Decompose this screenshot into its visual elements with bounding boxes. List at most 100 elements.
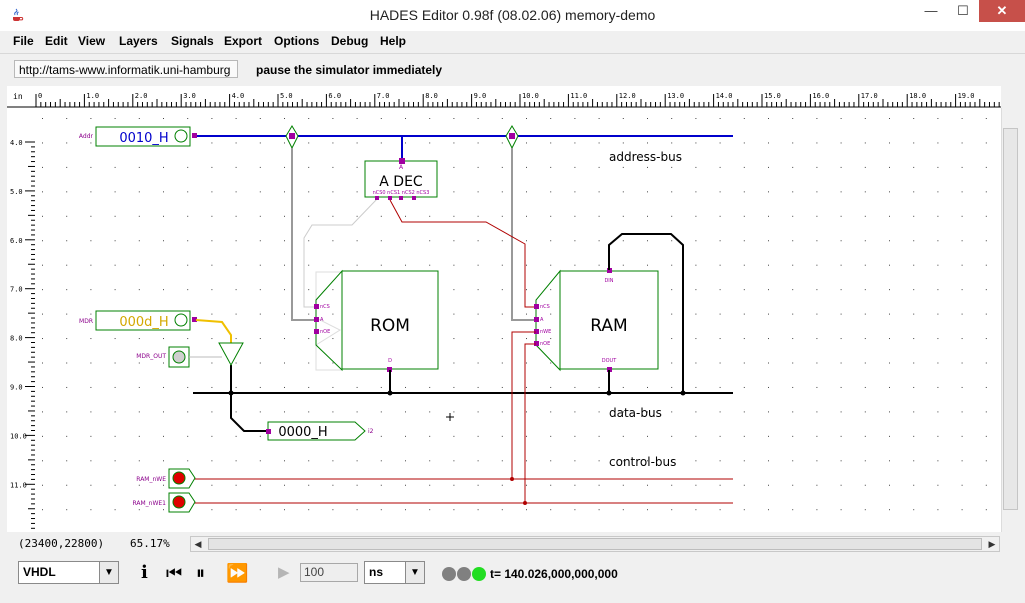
grid-dot [308, 338, 310, 340]
grid-dot [816, 386, 818, 388]
grid-dot [114, 362, 116, 364]
grid-dot [42, 484, 43, 486]
maximize-button[interactable]: ☐ [957, 3, 969, 18]
grid-dot [719, 386, 721, 388]
grid-dot [138, 362, 140, 364]
grid-dot [550, 411, 552, 413]
grid-dot [259, 142, 261, 144]
pause-icon[interactable]: ⏸ [196, 563, 205, 583]
scroll-left-icon[interactable]: ◀ [194, 539, 202, 549]
grid-dot [937, 191, 939, 193]
mdr-wire [195, 319, 232, 343]
ram-chip[interactable] [559, 270, 659, 370]
addr-input[interactable] [95, 126, 191, 147]
schematic-drawing[interactable]: A A DEC nCS0 nCS1 nCS2 nCS3 ROM nCS A nO… [35, 108, 1001, 532]
grid-dot [889, 362, 890, 364]
vruler-label: 5.0 [10, 188, 23, 196]
grid-dot [961, 313, 963, 315]
grid-dot [501, 460, 503, 462]
grid-dot [163, 166, 164, 168]
language-select[interactable]: VHDL ▼ [18, 561, 119, 584]
ruler-label: 7.0 [377, 92, 390, 100]
pin-marker [534, 317, 539, 322]
step-play-icon[interactable]: ▶ [278, 564, 290, 581]
grid-dot [259, 386, 261, 388]
grid-dot [66, 118, 68, 119]
menu-debug[interactable]: Debug [331, 34, 369, 48]
schematic-canvas[interactable]: A A DEC nCS0 nCS1 nCS2 nCS3 ROM nCS A nO… [35, 108, 1001, 532]
step-count-field[interactable]: 100 [300, 563, 358, 582]
rewind-icon[interactable]: ⏮ [166, 563, 183, 583]
vertical-scrollbar[interactable] [1001, 108, 1019, 532]
grid-dot [985, 386, 987, 388]
grid-dot [42, 166, 43, 168]
url-field[interactable]: http://tams-www.informatik.uni-hamburg [14, 60, 238, 78]
mdr-input[interactable] [95, 310, 191, 331]
grid-dot [816, 509, 818, 511]
mdr-input-knob[interactable] [174, 313, 188, 327]
grid-dot [138, 509, 140, 511]
ruler-label: 8.0 [425, 92, 438, 100]
menu-view[interactable]: View [78, 34, 106, 48]
grid-dot [477, 338, 479, 340]
info-icon[interactable]: i [141, 562, 148, 583]
grid-dot [501, 313, 503, 315]
grid-dot [816, 411, 818, 413]
grid-dot [235, 215, 237, 217]
grid-dot [477, 386, 479, 388]
grid-dot [259, 484, 261, 486]
menu-file[interactable]: File [13, 34, 34, 48]
addr-input-knob[interactable] [174, 129, 188, 143]
tristate-buffer[interactable] [218, 342, 244, 367]
grid-dot [235, 509, 237, 511]
grid-dot [840, 484, 842, 486]
grid-dot [937, 362, 939, 364]
grid-dot [598, 435, 600, 437]
grid-dot [308, 240, 310, 242]
grid-dot [743, 264, 745, 266]
grid-dot [501, 435, 503, 437]
grid-dot [671, 166, 673, 168]
close-button[interactable]: ✕ [979, 0, 1025, 22]
grid-dot [889, 118, 890, 119]
grid-dot [332, 142, 334, 144]
grid-dot [792, 118, 794, 119]
grid-dot [622, 142, 624, 144]
grid-dot [211, 313, 213, 315]
output-probe[interactable] [267, 421, 366, 441]
menu-signals[interactable]: Signals [171, 34, 214, 48]
scroll-right-icon[interactable]: ▶ [988, 539, 996, 549]
grid-dot [501, 289, 503, 291]
status-led-green [472, 567, 486, 581]
grid-dot [308, 411, 310, 413]
grid-dot [574, 264, 576, 266]
grid-dot [259, 166, 261, 168]
grid-dot [985, 313, 987, 315]
chevron-down-icon[interactable]: ▼ [99, 562, 118, 583]
menu-options[interactable]: Options [274, 34, 320, 48]
grid-dot [840, 509, 842, 511]
time-unit-select[interactable]: ns ▼ [364, 561, 425, 584]
vertical-scroll-thumb[interactable] [1003, 128, 1018, 510]
grid-dot [114, 509, 116, 511]
chevron-down-icon[interactable]: ▼ [405, 562, 424, 583]
minimize-button[interactable]: — [924, 3, 938, 18]
grid-dot [574, 191, 576, 193]
grid-dot [792, 166, 794, 168]
grid-dot [768, 289, 769, 291]
time-unit-value: ns [369, 565, 384, 579]
grid-dot [235, 484, 237, 486]
menu-help[interactable]: Help [380, 34, 407, 48]
grid-dot [163, 338, 164, 340]
grid-dot [308, 386, 310, 388]
grid-dot [695, 289, 697, 291]
fast-forward-icon[interactable]: ⏩ [226, 563, 249, 583]
menu-edit[interactable]: Edit [45, 34, 68, 48]
grid-dot [671, 215, 673, 217]
horizontal-scrollbar[interactable]: ◀ ▶ [190, 536, 1000, 552]
grid-dot [550, 484, 552, 486]
menu-export[interactable]: Export [224, 34, 263, 48]
grid-dot [550, 289, 552, 291]
horizontal-scroll-thumb[interactable] [208, 538, 982, 550]
menu-layers[interactable]: Layers [119, 34, 158, 48]
